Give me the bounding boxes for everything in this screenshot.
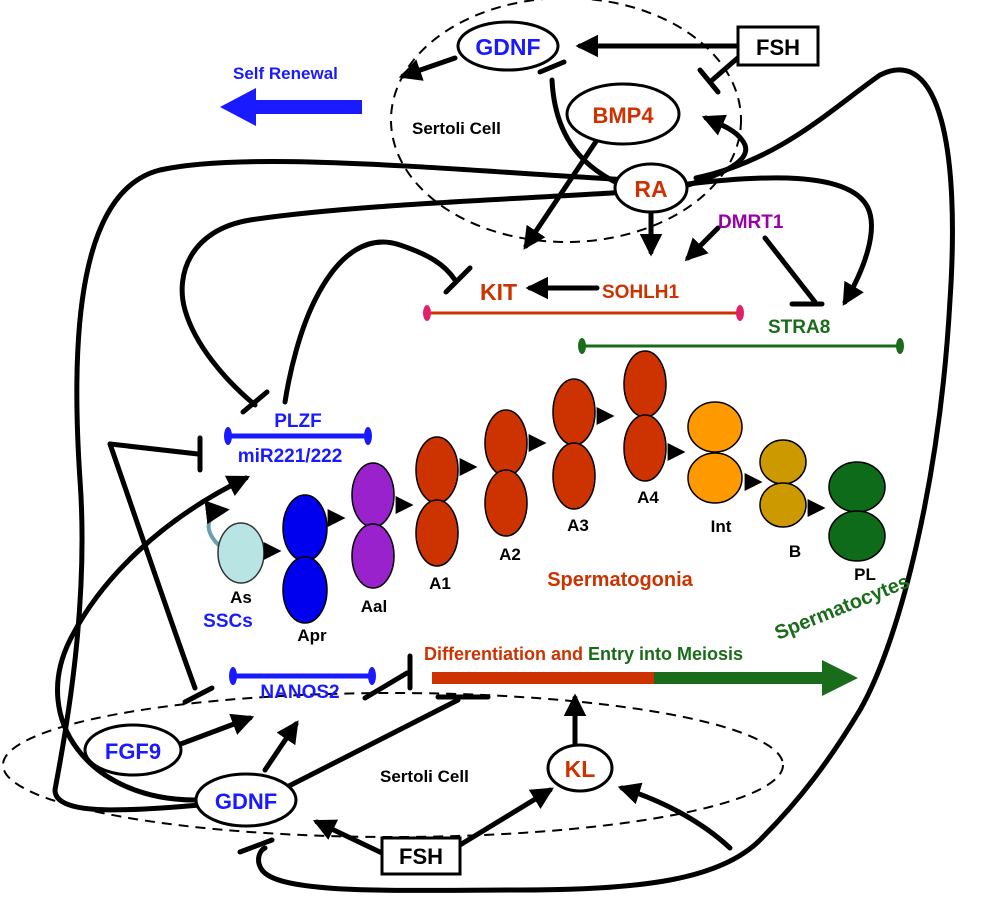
differentiation-label-part1: Differentiation and xyxy=(424,644,588,664)
cell-label-pl: PL xyxy=(854,565,876,584)
ssc-label: SSCs xyxy=(203,611,253,632)
differentiation-label: Differentiation and Entry into Meiosis xyxy=(424,644,743,664)
bmp4-label: BMP4 xyxy=(592,103,654,128)
ra-to-stra8-arrow xyxy=(677,175,874,306)
bmp4-to-kit-arrow xyxy=(523,137,600,250)
plzf-label: PLZF xyxy=(274,411,322,432)
left-nanos2-bar xyxy=(182,685,215,705)
ra-gdnf-bar xyxy=(537,59,567,75)
cell-apr-1 xyxy=(282,494,328,562)
cell-as xyxy=(217,522,265,584)
gdnf-inhibits-differentiation xyxy=(282,697,461,791)
nanos2-expression-range xyxy=(229,667,376,685)
kit-expression-range xyxy=(423,305,744,321)
cell-b-1 xyxy=(759,439,807,485)
cell-a4-2 xyxy=(623,414,667,482)
top-sertoli-cell-outline xyxy=(390,0,742,243)
fgf9-node xyxy=(83,723,183,777)
cell-label-as: As xyxy=(230,588,252,607)
kl-label: KL xyxy=(565,756,596,782)
cell-apr-2 xyxy=(282,556,328,624)
cell-aal-2 xyxy=(351,523,395,589)
stra8-expression-range xyxy=(578,338,904,354)
cell-label-a1: A1 xyxy=(429,574,451,593)
kl-node xyxy=(546,743,614,793)
plzf-inhibits-kit xyxy=(282,239,458,405)
ra-inhibits-plzf xyxy=(179,189,631,408)
cell-a1-1 xyxy=(415,436,459,504)
left-inhibits-nanos2 xyxy=(107,441,198,691)
fsh-to-kl-arrow xyxy=(452,787,554,851)
left-inhibits-mir xyxy=(107,441,201,457)
outer-loop-right xyxy=(256,67,955,893)
differentiation-arrow xyxy=(432,660,858,696)
sohlh1-label: SOHLH1 xyxy=(602,282,680,303)
fsh-inhibit-bar xyxy=(697,67,721,95)
cell-a3-1 xyxy=(552,378,596,446)
ra-to-bmp4-arrow xyxy=(679,114,749,190)
cell-b-2 xyxy=(759,482,807,528)
outer-loop-bar-gdnf xyxy=(237,837,275,855)
gdnf-top-node xyxy=(456,20,560,72)
cell-label-apr: Apr xyxy=(297,626,327,645)
ra-node xyxy=(613,162,689,214)
gdnf-bottom-node xyxy=(194,772,298,828)
cell-label-int: Int xyxy=(711,517,732,536)
cell-a1-2 xyxy=(415,499,459,567)
cell-label-a4: A4 xyxy=(637,488,659,507)
self-renewal-label: Self Renewal xyxy=(233,64,338,83)
kit-label: KIT xyxy=(480,279,517,305)
cell-a2-1 xyxy=(484,409,528,477)
plzf-expression-range xyxy=(224,427,372,445)
differentiation-label-part2: Entry into Meiosis xyxy=(588,644,743,664)
dmrt1-label: DMRT1 xyxy=(718,212,784,233)
gdnf-to-self-renewal-arrow xyxy=(398,55,458,81)
cell-int-2 xyxy=(687,452,743,504)
bottom-sertoli-cell-outline xyxy=(2,692,784,838)
self-renewal-arrow xyxy=(220,88,362,126)
bottom-sertoli-cell-label: Sertoli Cell xyxy=(380,767,469,786)
fsh-top-box xyxy=(736,25,820,67)
loop-to-kl-arrow xyxy=(617,782,733,851)
fgf9-to-nanos2-arrow xyxy=(175,713,255,748)
ra-label: RA xyxy=(634,176,667,202)
cell-int-1 xyxy=(687,401,743,453)
cell-label-b: B xyxy=(789,542,801,561)
fsh-top-label: FSH xyxy=(756,35,800,60)
cell-a2-2 xyxy=(484,469,528,537)
fsh-bottom-box xyxy=(380,836,462,876)
nanos2-label: NANOS2 xyxy=(260,682,339,703)
gdnf-to-mir-arrow xyxy=(55,475,251,803)
top-sertoli-cell-label: Sertoli Cell xyxy=(412,119,501,138)
gdnf-bottom-label: GDNF xyxy=(215,789,277,814)
cell-a4-1 xyxy=(623,350,667,418)
gdnf-top-label: GDNF xyxy=(475,34,540,60)
spermatogonia-label: Spermatogonia xyxy=(547,569,693,591)
gdnf-to-nanos2-arrow xyxy=(262,720,299,773)
fsh-inhibits-line xyxy=(707,53,743,85)
plzf-kit-bar xyxy=(443,265,473,295)
cell-aal-1 xyxy=(351,462,395,528)
cell-a3-2 xyxy=(552,442,596,510)
cell-label-a3: A3 xyxy=(567,516,589,535)
cell-pl-1 xyxy=(828,461,886,513)
dmrt1-to-sohlh1-arrow xyxy=(684,225,721,262)
fgf9-label: FGF9 xyxy=(105,739,161,764)
bmp4-node xyxy=(565,82,681,146)
cell-pl-2 xyxy=(828,510,886,562)
self-renewal-curl-icon xyxy=(204,500,230,550)
outer-loop-left xyxy=(52,158,633,813)
mir-label: miR221/222 xyxy=(238,446,343,467)
stra8-label: STRA8 xyxy=(768,317,830,338)
fsh-bottom-label: FSH xyxy=(399,844,443,869)
cell-label-aal: Aal xyxy=(361,597,387,616)
cell-label-a2: A2 xyxy=(499,545,521,564)
ra-plzf-bar xyxy=(240,389,270,415)
dmrt1-inhibits-stra8 xyxy=(762,235,818,305)
fsh-to-gdnf-bottom-arrow xyxy=(312,819,385,856)
nanos2-inhibits-differentiation xyxy=(362,670,410,701)
